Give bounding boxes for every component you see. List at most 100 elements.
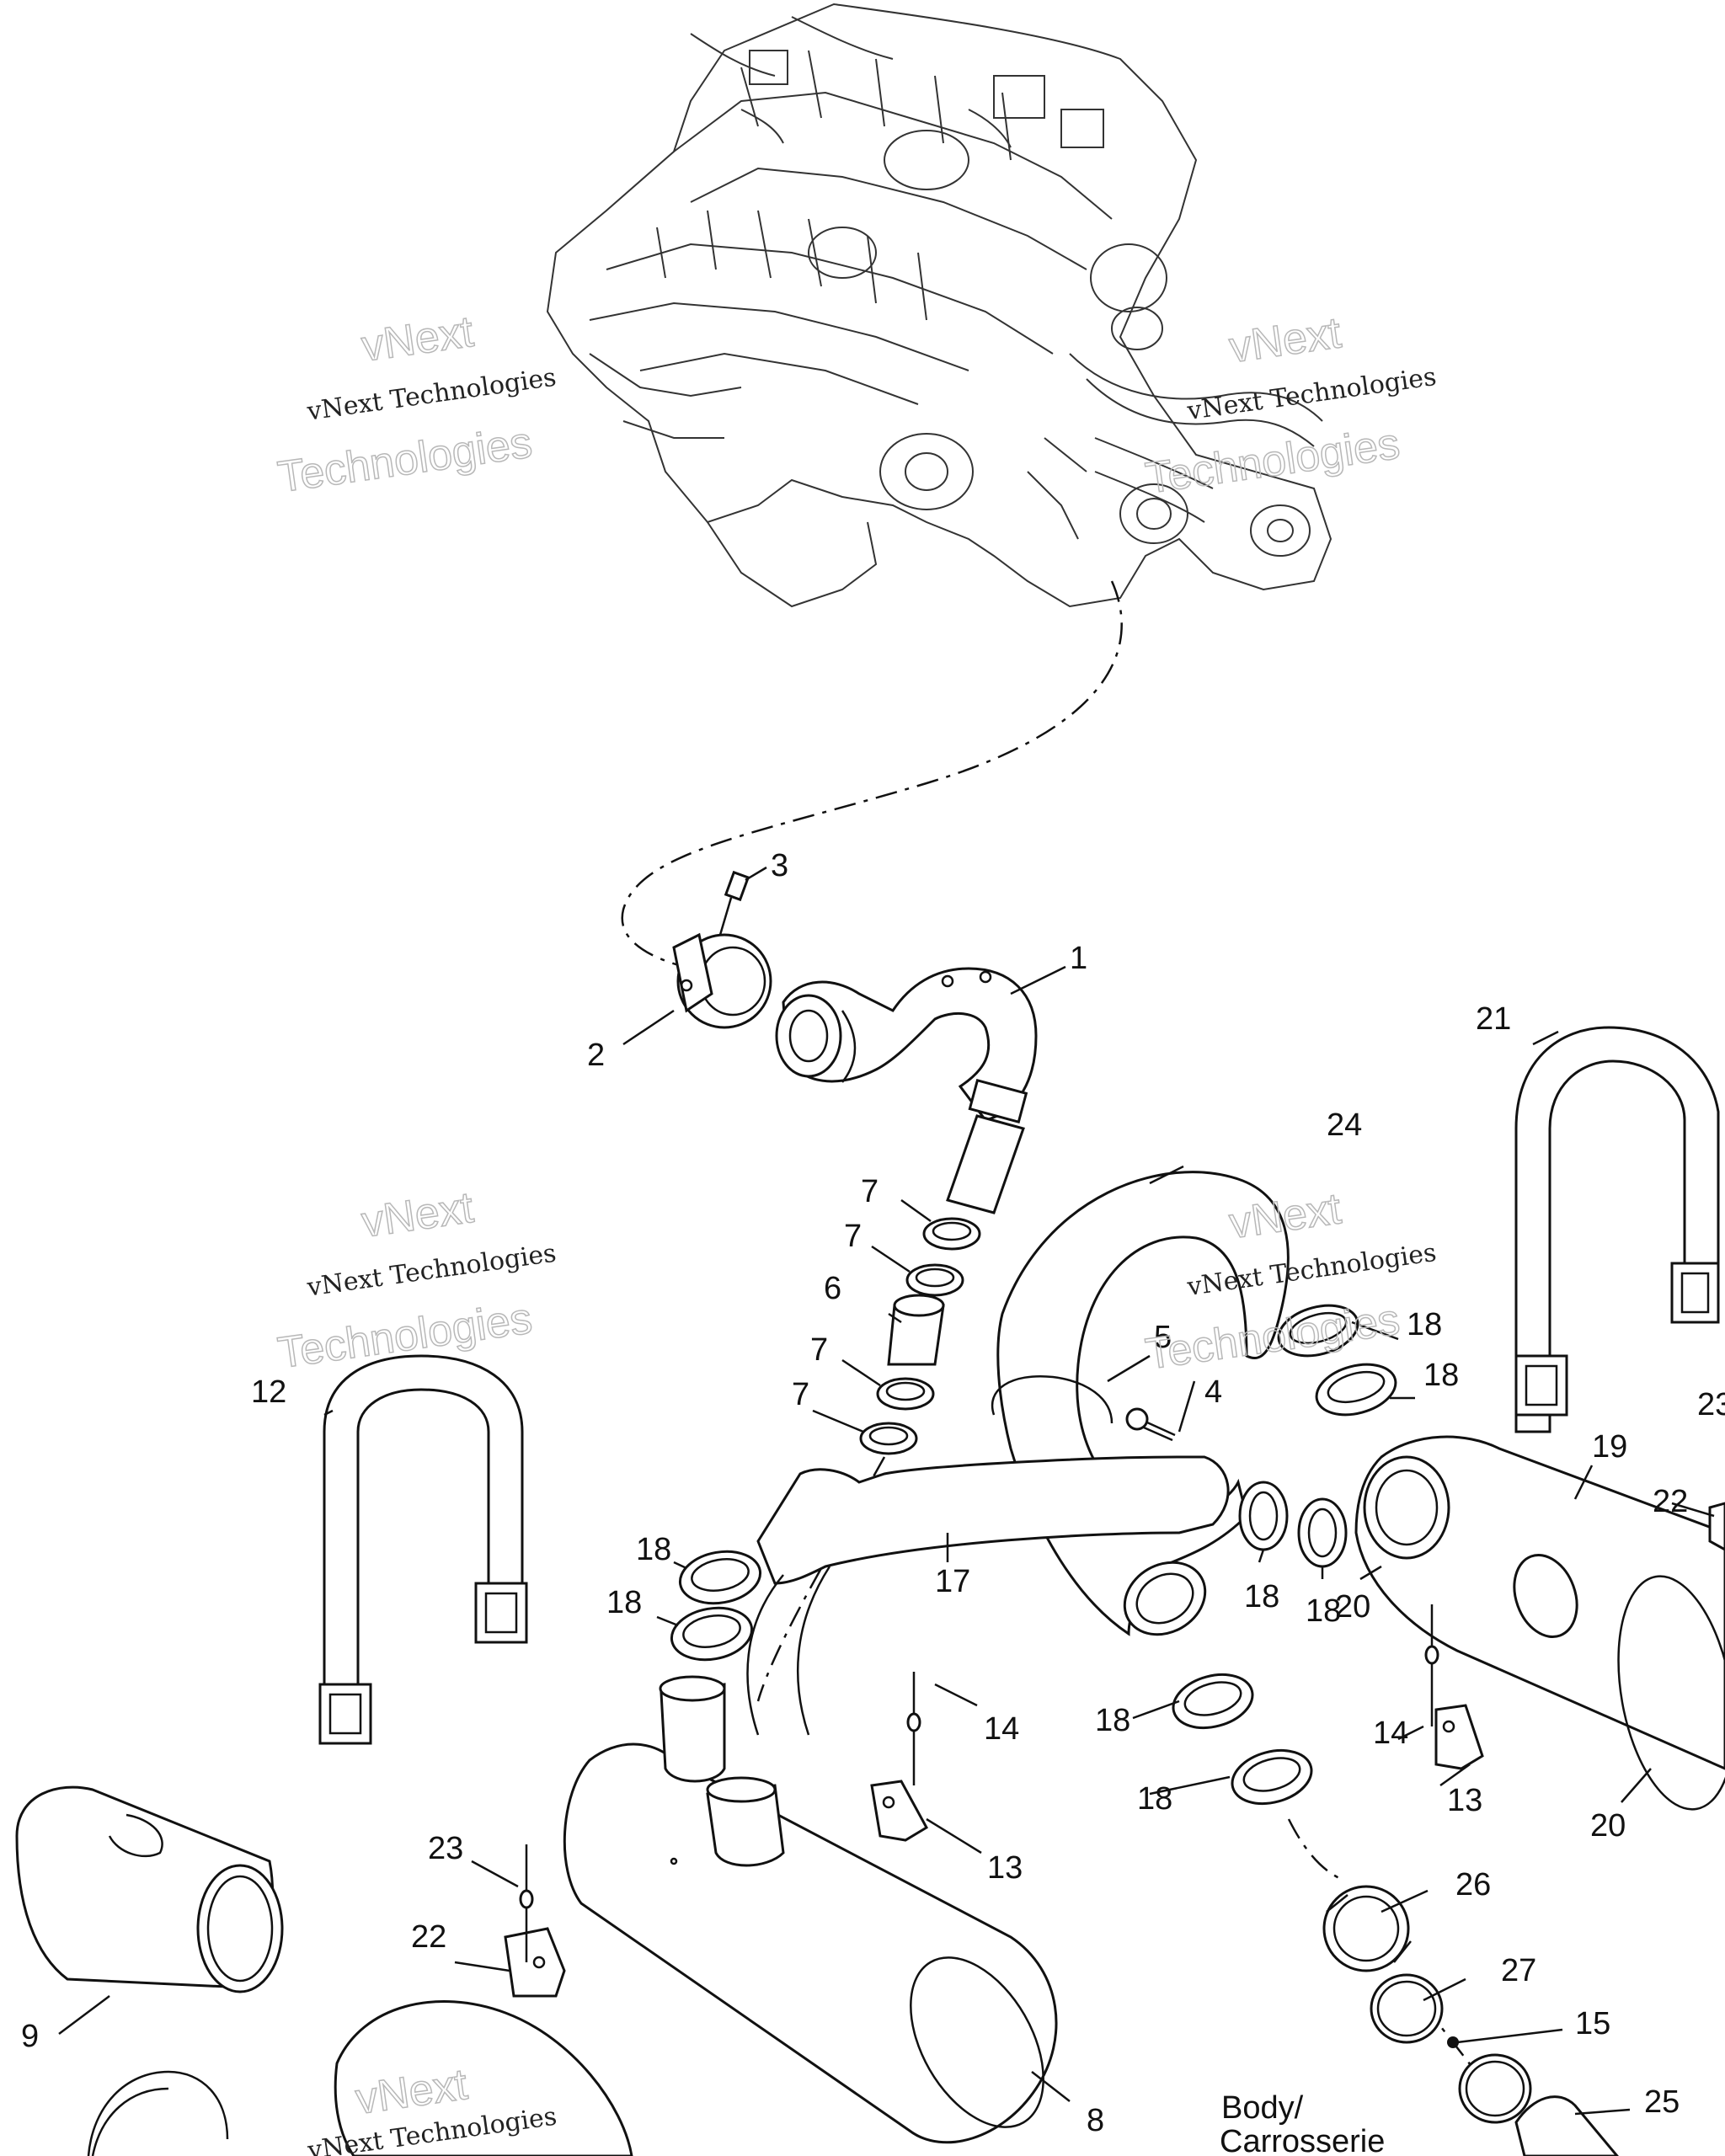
callout-21: 21	[1476, 1001, 1511, 1037]
body-label-line2: Carrosserie	[1220, 2124, 1385, 2156]
hose-clamp-part-7-b	[905, 1263, 964, 1297]
callout-18-a: 18	[636, 1532, 671, 1567]
hose-clamp-part-7-c	[876, 1377, 935, 1411]
callout-4: 4	[1204, 1374, 1222, 1410]
callout-18-b: 18	[606, 1585, 642, 1620]
bracket-part-22-a	[504, 1927, 566, 1998]
strap-part-21	[1514, 1026, 1720, 1433]
sleeve-part-6	[887, 1294, 945, 1366]
lower-muffler-outline	[334, 2000, 633, 2156]
callout-20-a: 20	[1335, 1589, 1370, 1625]
callout-17: 17	[935, 1564, 970, 1599]
callout-7-b: 7	[844, 1219, 862, 1254]
callout-22-b: 22	[1653, 1484, 1688, 1519]
tail-pipe-part-9	[15, 1785, 284, 1993]
callout-8: 8	[1087, 2103, 1104, 2138]
callout-15: 15	[1575, 2006, 1610, 2041]
body-label: Body/ Carrosserie	[1220, 2090, 1385, 2156]
hose-clamp-part-18-g	[1172, 1673, 1254, 1730]
hose-clamp-part-18-b	[670, 1606, 754, 1662]
body-label-line1: Body/	[1221, 2090, 1304, 2126]
ring-part-27	[1370, 1973, 1444, 2044]
muffler-part-8	[563, 1675, 1058, 2144]
callout-22-a: 22	[411, 1919, 446, 1955]
ring-part-15	[1458, 2053, 1532, 2124]
hose-clamp-part-18-c	[1277, 1304, 1359, 1358]
sleeve-to-muffler-dashed-line	[756, 1456, 886, 1702]
muffler-part-19	[1354, 1435, 1725, 1811]
callout-26: 26	[1455, 1867, 1491, 1903]
hose-clamp-part-18-f	[1297, 1497, 1348, 1568]
hose-clamp-part-18-e	[1238, 1481, 1289, 1551]
rivet-part-14-a	[906, 1672, 921, 1785]
screw-part-4	[1125, 1407, 1176, 1442]
engine-block-drawing	[546, 3, 1332, 608]
coupler-part-26	[1322, 1885, 1412, 1972]
cable-tie-part-5	[991, 1374, 1114, 1424]
clamp-part-2	[672, 932, 772, 1029]
callout-25: 25	[1644, 2084, 1680, 2120]
callout-18-f: 18	[1306, 1593, 1341, 1629]
sensor-part-3	[718, 870, 750, 936]
callout-24: 24	[1327, 1107, 1362, 1143]
callout-2: 2	[587, 1038, 605, 1073]
tip-part-25	[1514, 2095, 1619, 2156]
callout-18-h: 18	[1137, 1781, 1172, 1817]
callout-9: 9	[21, 2019, 39, 2054]
bracket-part-13-b	[1434, 1704, 1484, 1770]
ring-part-27-inner	[1376, 1980, 1437, 2037]
callout-5: 5	[1154, 1320, 1172, 1355]
watermark-1-tech: Technologies	[275, 418, 535, 502]
hose-clamp-part-18-h	[1231, 1748, 1313, 1806]
callout-18-g: 18	[1095, 1703, 1130, 1738]
watermark-1: vNext Technologies vNext Technologies	[275, 307, 558, 503]
y-pipe-part-17	[746, 1455, 1230, 1736]
watermark-2-text: vNext Technologies	[1185, 362, 1439, 426]
callout-7-d: 7	[792, 1377, 809, 1412]
callout-6: 6	[824, 1271, 841, 1306]
callout-13-b: 13	[1447, 1783, 1482, 1818]
callout-7-a: 7	[861, 1174, 879, 1209]
callout-19: 19	[1592, 1429, 1627, 1465]
watermark-3: vNext Technologies vNext Technologies	[275, 1182, 558, 1379]
callout-18-e: 18	[1244, 1579, 1279, 1614]
callout-12: 12	[251, 1374, 286, 1410]
callout-7-c: 7	[810, 1332, 828, 1368]
watermark-3-text: vNext Technologies	[305, 1239, 558, 1303]
callout-1: 1	[1070, 941, 1087, 976]
hose-clamp-part-7-d	[859, 1422, 918, 1455]
rivet-part-23-a	[519, 1844, 534, 1962]
ring-part-15-inner	[1465, 2060, 1525, 2117]
strap-part-12	[318, 1354, 528, 1745]
watermark-1-text: vNext Technologies	[305, 363, 558, 427]
clamp-to-ring-dashed-line	[1287, 1818, 1340, 1880]
body-attachment-point	[1447, 2036, 1459, 2048]
callout-18-c: 18	[1407, 1307, 1442, 1342]
hose-clamp-part-18-d	[1315, 1363, 1397, 1417]
watermark-1-back: vNext	[359, 307, 477, 371]
bracket-part-22-b	[1708, 1502, 1725, 1551]
watermark-2-tech: Technologies	[1143, 419, 1403, 504]
leader-lines	[58, 866, 1715, 2116]
callout-13-a: 13	[987, 1850, 1023, 1886]
bracket-part-13-a	[870, 1780, 929, 1842]
watermark-2: vNext Technologies vNext Technologies	[1142, 307, 1439, 504]
callout-labels: 1 2 3 4 5 6 7 7 7 7 8 9 12 13 13 14 14 1…	[21, 848, 1725, 2138]
cable-loop	[87, 2070, 229, 2156]
callout-23-b: 23	[1697, 1387, 1725, 1422]
hose-clamp-part-7-a	[922, 1217, 981, 1251]
callout-18-d: 18	[1423, 1358, 1459, 1393]
watermark-3-back: vNext	[359, 1183, 477, 1247]
callout-27: 27	[1501, 1953, 1536, 1988]
callout-20-b: 20	[1590, 1808, 1626, 1844]
hose-clamp-part-18-a	[678, 1550, 762, 1605]
callout-14-b: 14	[1373, 1716, 1408, 1751]
callout-23-a: 23	[428, 1831, 463, 1866]
callout-3: 3	[771, 848, 788, 883]
engine-to-clamp-dashed-line	[621, 580, 1123, 970]
rivet-part-14-b	[1424, 1604, 1439, 1726]
callout-14-a: 14	[984, 1711, 1019, 1747]
exhaust-manifold-part-1	[775, 967, 1038, 1214]
watermark-2-back: vNext	[1226, 308, 1344, 372]
